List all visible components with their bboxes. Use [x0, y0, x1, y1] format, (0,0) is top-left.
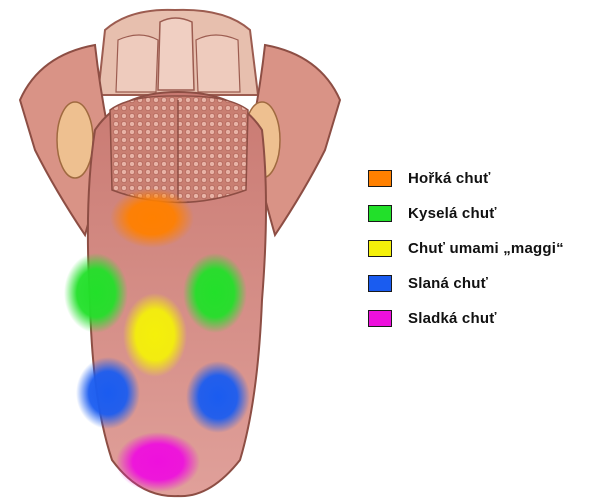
taste-zone-sour-2 [183, 253, 247, 333]
legend-item-sour: Kyselá chuť [366, 201, 598, 225]
legend-swatch-sweet [368, 310, 392, 327]
legend-swatch-bitter [368, 170, 392, 187]
legend-swatch-umami [368, 240, 392, 257]
legend-item-sweet: Sladká chuť [366, 306, 598, 330]
legend-label-bitter: Hořká chuť [408, 170, 491, 187]
legend: Hořká chuť Kyselá chuť Chuť umami „maggi… [366, 166, 598, 341]
legend-item-umami: Chuť umami „maggi“ [366, 236, 598, 260]
taste-zone-sweet-6 [116, 432, 200, 492]
pharynx-structure [98, 10, 258, 95]
tongue-root-papillae [110, 96, 248, 203]
legend-swatch-salty [368, 275, 392, 292]
tongue-taste-map-illustration [0, 0, 360, 498]
legend-label-salty: Slaná chuť [408, 275, 488, 292]
legend-label-umami: Chuť umami „maggi“ [408, 240, 564, 257]
legend-item-bitter: Hořká chuť [366, 166, 598, 190]
taste-zone-salty-5 [186, 361, 250, 433]
legend-label-sour: Kyselá chuť [408, 205, 497, 222]
legend-swatch-sour [368, 205, 392, 222]
taste-zone-salty-4 [76, 357, 140, 429]
taste-zone-bitter-0 [110, 188, 194, 248]
legend-item-salty: Slaná chuť [366, 271, 598, 295]
taste-zone-umami-3 [123, 293, 187, 377]
taste-zone-sour-1 [64, 253, 128, 333]
legend-label-sweet: Sladká chuť [408, 310, 497, 327]
